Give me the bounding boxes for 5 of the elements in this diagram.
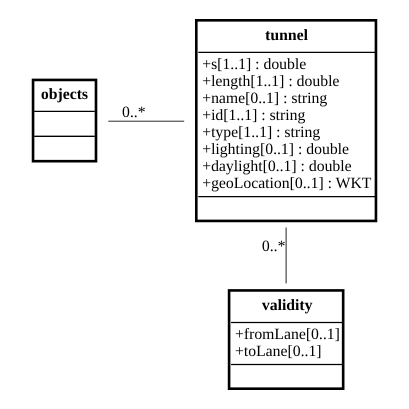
connector (108, 120, 184, 122)
node-box: objects (32, 78, 98, 163)
connector (285, 228, 287, 284)
edge-label: 0..* (122, 104, 146, 121)
edge-label: 0..* (262, 238, 286, 255)
